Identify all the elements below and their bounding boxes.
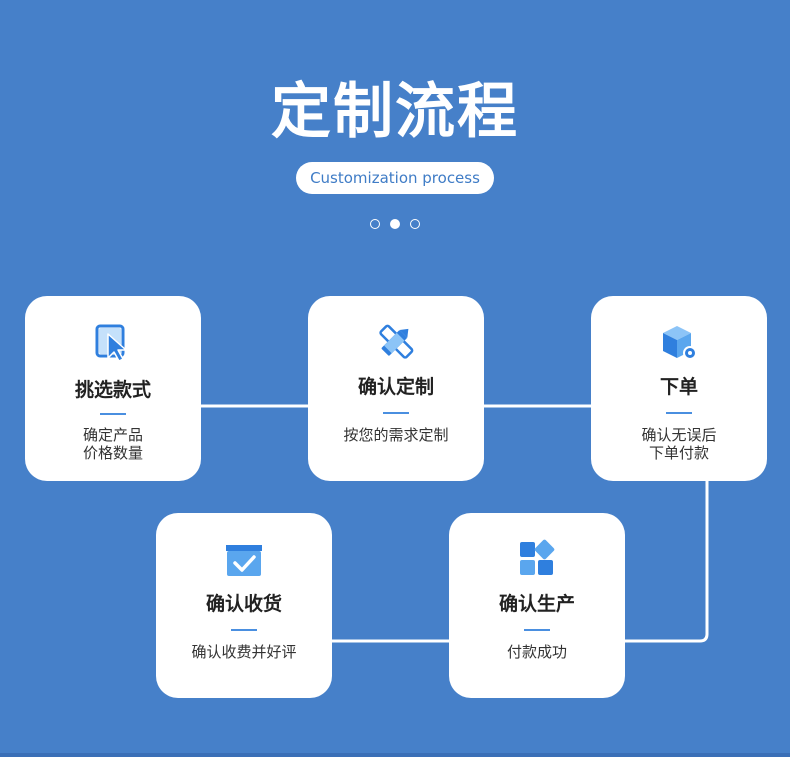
step-divider [666,412,692,414]
step-name: 确认生产 [498,593,575,615]
step-description: 付款成功 [449,643,625,661]
step-divider [231,629,257,631]
step-card-confirm-customization[interactable]: 确认定制 按您的需求定制 [308,296,484,481]
step-card-place-order[interactable]: 下单 确认无误后 下单付款 [591,296,767,481]
connector-3-4 [624,481,709,643]
step-description: 按您的需求定制 [308,426,484,444]
step-divider [524,629,550,631]
pager-dots [370,219,422,231]
step-card-select-style[interactable]: 挑选款式 确定产品 价格数量 [25,296,201,481]
bottom-edge [0,753,790,757]
step-name: 确认定制 [357,376,434,398]
pager-dot[interactable] [370,219,380,229]
step-desc-line: 确定产品 [82,426,143,444]
step-desc-line: 确认收费并好评 [191,643,297,661]
step-desc-line: 确认无误后 [641,426,717,444]
step-divider [100,413,126,415]
step-divider [383,412,409,414]
pencil-ruler-icon [379,324,414,359]
step-card-confirm-receipt[interactable]: 确认收货 确认收费并好评 [156,513,332,698]
pager-dot[interactable] [410,219,420,229]
step-name: 挑选款式 [74,379,151,401]
page-title: 定制流程 [271,77,519,147]
step-description: 确认收费并好评 [156,643,332,661]
step-name: 确认收货 [205,593,282,615]
step-desc-line: 下单付款 [648,444,709,462]
pager-dot-active[interactable] [390,219,400,229]
step-card-confirm-production[interactable]: 确认生产 付款成功 [449,513,625,698]
step-description: 确定产品 价格数量 [25,426,201,462]
subtitle-pill: Customization process [296,162,494,194]
box-gear-icon [663,326,697,360]
app-grid-icon [520,539,555,575]
step-name: 下单 [659,376,698,398]
box-check-icon [226,545,262,576]
step-description: 确认无误后 下单付款 [591,426,767,462]
step-desc-line: 价格数量 [82,444,143,462]
step-desc-line: 按您的需求定制 [343,426,449,444]
cursor-select-icon [95,324,127,362]
step-desc-line: 付款成功 [506,643,567,661]
